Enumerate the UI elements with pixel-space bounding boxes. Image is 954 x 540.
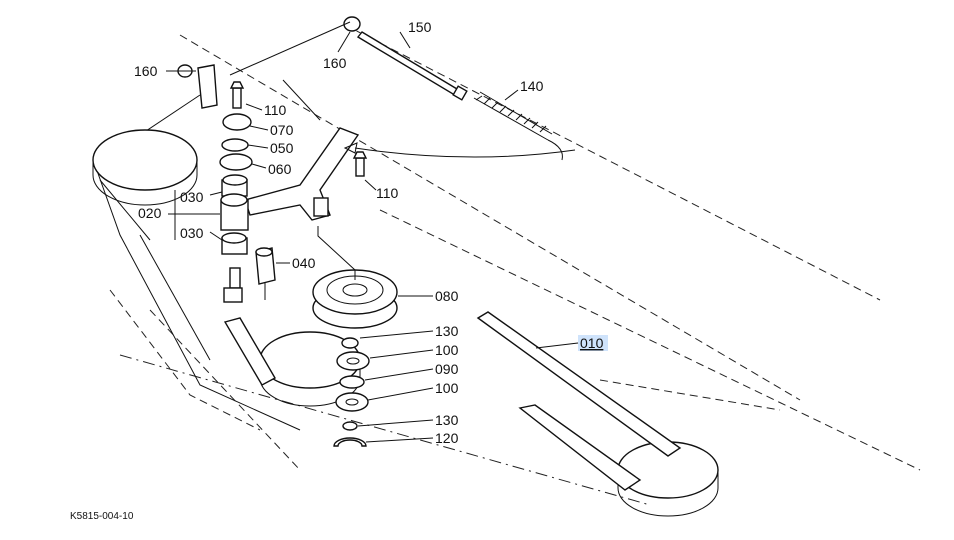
figure-reference: K5815-004-10 [70, 511, 134, 522]
collar-040 [255, 247, 276, 285]
drive-belt [99, 179, 682, 491]
callouts: 110 070 050 060 030 020 030 040 160 160 … [134, 19, 608, 446]
callout-120[interactable]: 120 [435, 430, 459, 446]
connection-lines [174, 21, 356, 300]
callout-150[interactable]: 150 [408, 19, 432, 35]
bolt-110-left [229, 81, 245, 109]
bearing-stack [333, 337, 370, 447]
callout-080[interactable]: 080 [435, 288, 459, 304]
callout-020[interactable]: 020 [138, 205, 162, 221]
callout-110a[interactable]: 110 [264, 102, 287, 118]
callout-160b[interactable]: 160 [323, 55, 347, 71]
selected-callout-highlight [578, 335, 608, 351]
callout-100b[interactable]: 100 [435, 380, 459, 396]
tension-rod-150 [343, 16, 468, 101]
callout-030a[interactable]: 030 [180, 189, 204, 205]
bolt-110-right [352, 151, 368, 177]
callout-060[interactable]: 060 [268, 161, 292, 177]
pivot-stack [219, 113, 253, 303]
callout-050[interactable]: 050 [270, 140, 294, 156]
left-spindle-pulley [92, 129, 198, 206]
callout-100a[interactable]: 100 [435, 342, 459, 358]
tension-spring-140 [473, 91, 563, 161]
callout-130b[interactable]: 130 [435, 412, 459, 428]
callout-110b[interactable]: 110 [376, 185, 399, 201]
deck-outline [94, 24, 921, 506]
callout-160a[interactable]: 160 [134, 63, 158, 79]
callout-130a[interactable]: 130 [435, 323, 459, 339]
callout-040[interactable]: 040 [292, 255, 316, 271]
callout-010[interactable]: 010 [580, 335, 604, 351]
callout-070[interactable]: 070 [270, 122, 294, 138]
callout-140[interactable]: 140 [520, 78, 544, 94]
idler-arm [244, 127, 360, 221]
callout-090[interactable]: 090 [435, 361, 459, 377]
callout-030b[interactable]: 030 [180, 225, 204, 241]
